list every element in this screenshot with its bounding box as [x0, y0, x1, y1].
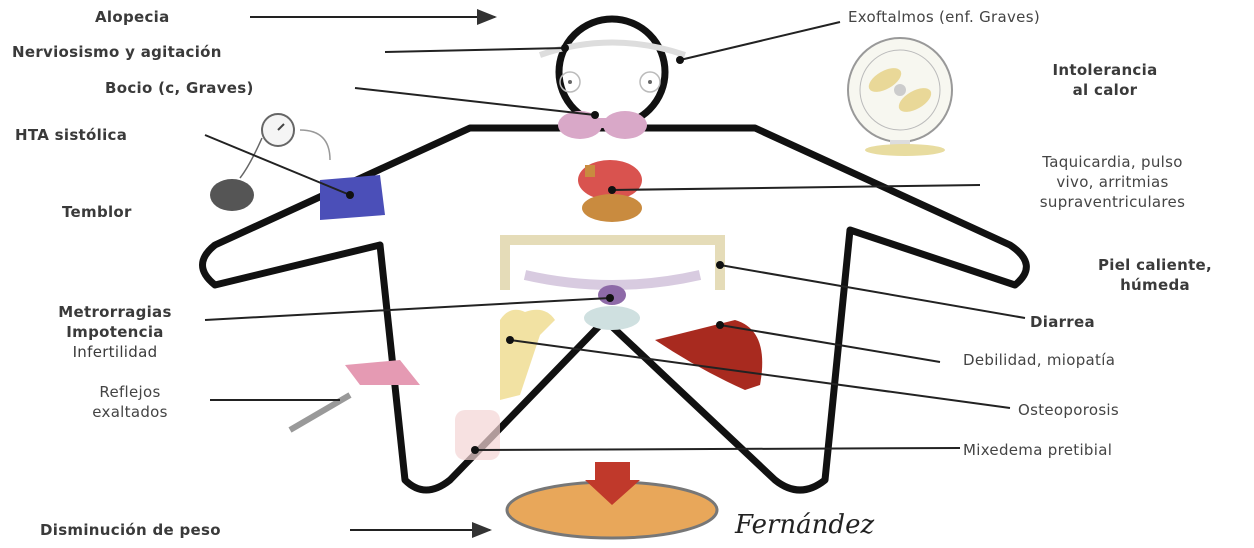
intestine-icon [505, 240, 720, 290]
weight-scale-icon [507, 462, 717, 538]
label-bocio: Bocio (c, Graves) [105, 78, 254, 98]
label-temblor: Temblor [62, 202, 132, 222]
label-reflejos: Reflejos exaltados [55, 382, 205, 422]
thyroid-icon [558, 111, 647, 139]
label-metrorragias: Metrorragias Impotencia Infertilidad [15, 302, 215, 362]
label-nerviosismo: Nerviosismo y agitación [12, 42, 222, 62]
label-osteoporosis: Osteoporosis [1018, 400, 1119, 420]
fan-icon [848, 38, 952, 156]
label-exoftalmos: Exoftalmos (enf. Graves) [848, 7, 1040, 27]
label-piel: Piel caliente, húmeda [1065, 255, 1245, 295]
label-diarrea: Diarrea [1030, 312, 1095, 332]
bone-icon [500, 310, 555, 400]
bladder-icon [584, 306, 640, 330]
signature: Fernández [735, 510, 874, 540]
label-alopecia: Alopecia [95, 7, 170, 27]
label-intolerancia: Intolerancia al calor [1030, 60, 1180, 100]
label-disminucion: Disminución de peso [40, 520, 221, 540]
label-taquicardia: Taquicardia, pulso vivo, arritmias supra… [980, 152, 1245, 212]
label-debilidad: Debilidad, miopatía [963, 350, 1115, 370]
label-hta: HTA sistólica [15, 125, 127, 145]
label-mixedema: Mixedema pretibial [963, 440, 1112, 460]
